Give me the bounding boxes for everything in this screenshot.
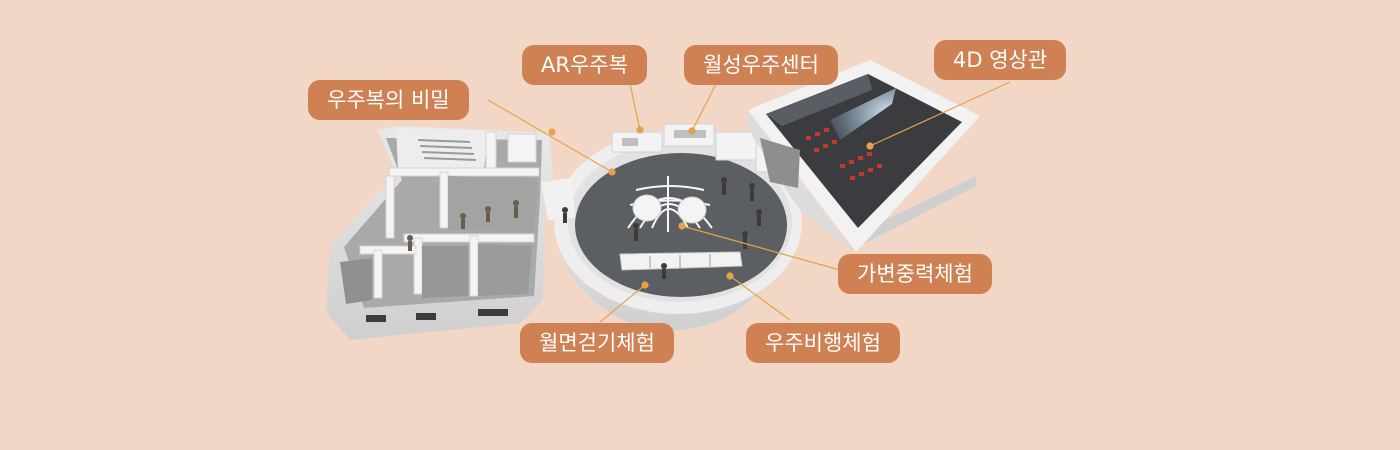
label-variable-gravity: 가변중력체험 xyxy=(838,254,992,294)
label-ar-spacesuit: AR우주복 xyxy=(522,45,647,85)
leader-lines xyxy=(487,81,1011,323)
left-wing-building xyxy=(326,126,553,340)
label-spacesuit-secret: 우주복의 비밀 xyxy=(308,80,469,120)
label-space-flight: 우주비행체험 xyxy=(746,323,900,363)
theater-building xyxy=(745,60,980,254)
label-moonwalk: 월면걷기체험 xyxy=(520,323,674,363)
circular-hall-building xyxy=(541,123,802,331)
label-4d-theater: 4D 영상관 xyxy=(934,40,1067,80)
label-lunar-space-center: 월성우주센터 xyxy=(684,45,838,85)
